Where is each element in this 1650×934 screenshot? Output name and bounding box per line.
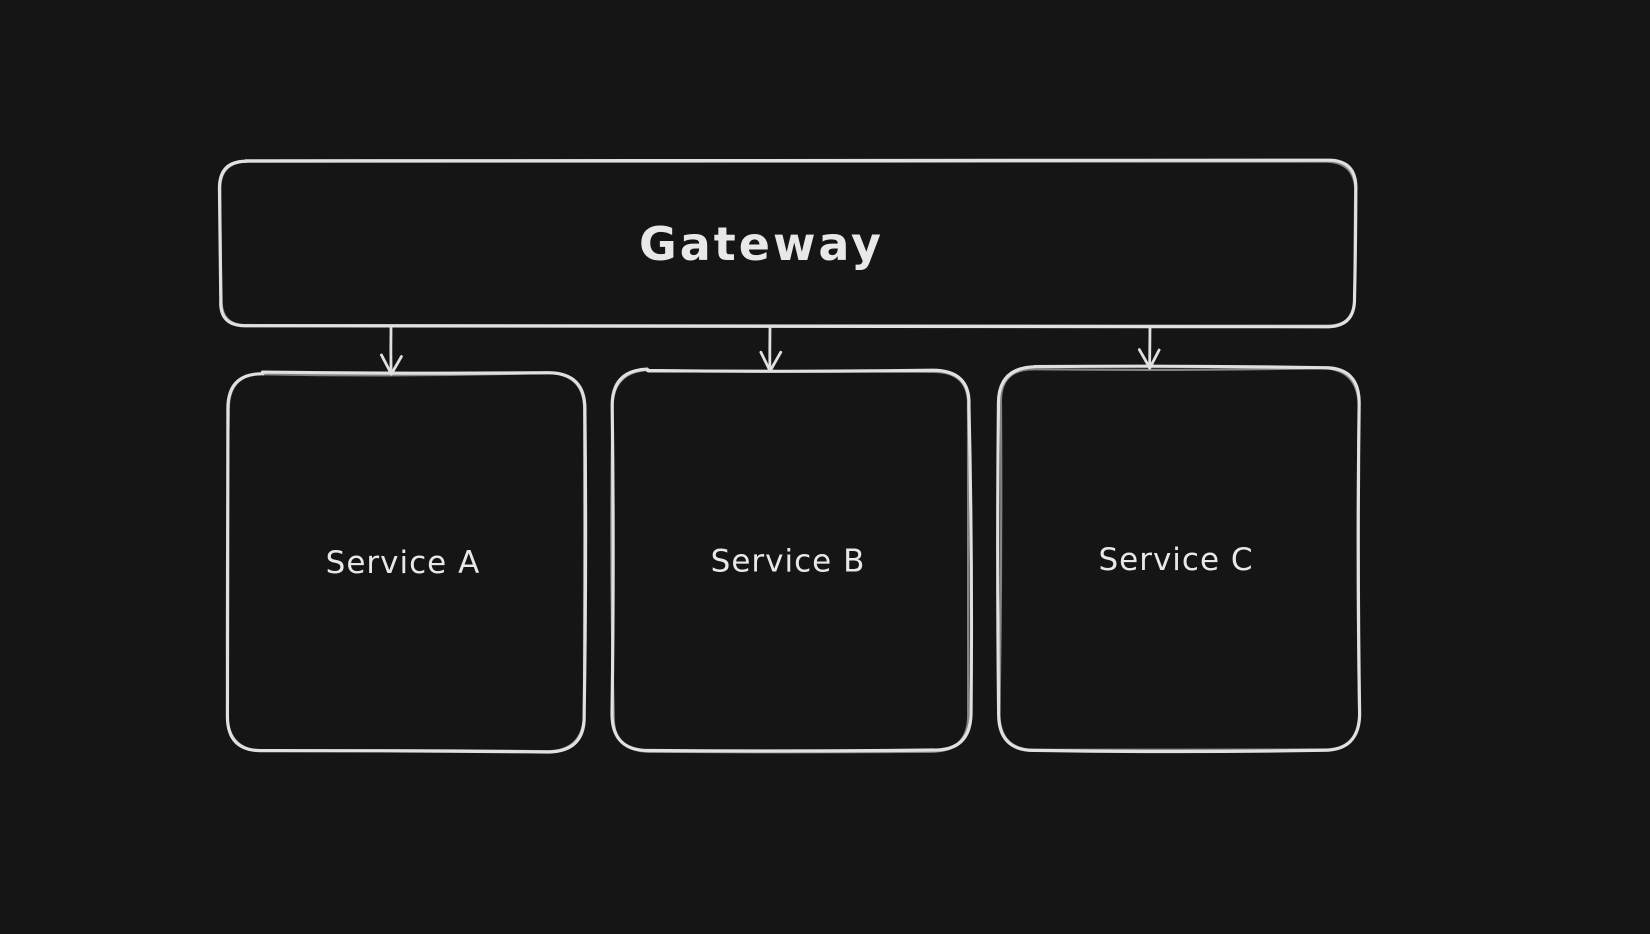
node-service-a-outline-overstroke xyxy=(225,371,586,753)
node-service-c-outline-overstroke xyxy=(998,367,1361,751)
edge-gateway-to-service-b-arrowhead-icon xyxy=(759,350,783,373)
node-service-b-outline-overstroke xyxy=(610,368,970,754)
node-service-b[interactable]: Service B xyxy=(610,367,974,754)
node-gateway[interactable]: Gateway xyxy=(217,158,1358,329)
edge-gateway-to-service-c[interactable] xyxy=(1137,325,1161,370)
node-service-b-outline xyxy=(610,367,974,753)
edge-gateway-to-service-c-arrowhead-icon xyxy=(1137,348,1161,370)
node-service-c-label: Service C xyxy=(1098,542,1253,578)
node-service-a[interactable]: Service A xyxy=(225,370,588,754)
node-service-b-label: Service B xyxy=(711,544,866,580)
edge-gateway-to-service-a[interactable] xyxy=(380,325,403,376)
edge-gateway-to-service-b[interactable] xyxy=(759,325,783,373)
node-service-c[interactable]: Service C xyxy=(996,364,1362,754)
node-gateway-label: Gateway xyxy=(639,217,884,271)
node-gateway-outline-overstroke xyxy=(219,160,1357,328)
node-service-a-label: Service A xyxy=(326,545,481,581)
edge-gateway-to-service-a-arrowhead-icon xyxy=(380,353,403,376)
